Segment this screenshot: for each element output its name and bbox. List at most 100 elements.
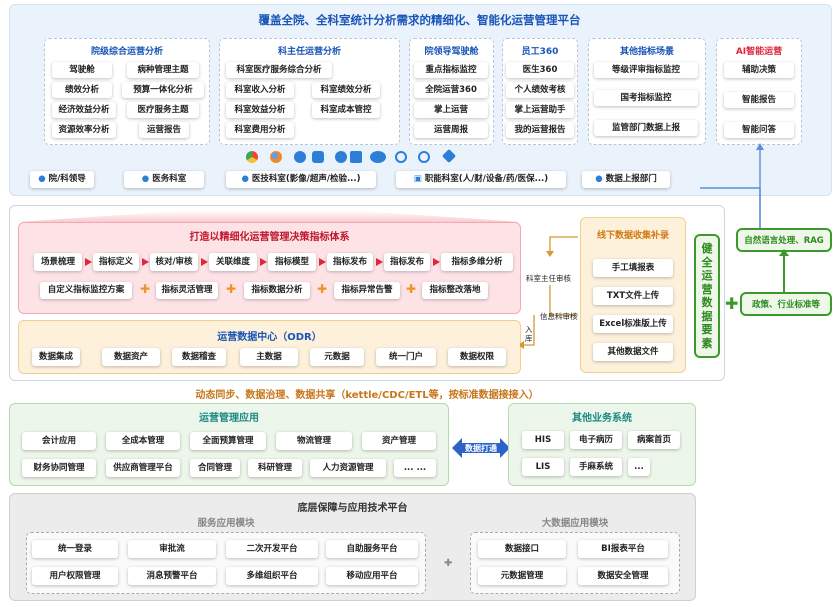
svc-alerts[interactable]: 消息预警平台: [128, 567, 216, 585]
svc-permissions[interactable]: 用户权限管理: [32, 567, 118, 585]
odr-permission[interactable]: 数据权限: [448, 348, 506, 366]
svc-self-service[interactable]: 自助服务平台: [326, 540, 418, 558]
odr-portal[interactable]: 统一门户: [376, 348, 436, 366]
user-tech[interactable]: ● 医技科室(影像/超声/检验...): [226, 171, 376, 188]
plus-green-icon: ✚: [725, 294, 739, 313]
app-assets[interactable]: 资产管理: [362, 432, 436, 450]
row2-flexible[interactable]: 指标灵活管理: [156, 282, 218, 299]
svc-org[interactable]: 多维组织平台: [226, 567, 318, 585]
sys-lis[interactable]: LIS: [522, 458, 564, 476]
sys-case-home[interactable]: 病案首页: [628, 431, 680, 449]
item-national-exam[interactable]: 国考指标监控: [594, 90, 698, 106]
app-supplier[interactable]: 供应商管理平台: [106, 459, 180, 477]
sys-anesthesia[interactable]: 手麻系统: [570, 458, 622, 476]
item-perf-analysis[interactable]: 绩效分析: [52, 82, 112, 98]
offline-other[interactable]: 其他数据文件: [593, 343, 673, 361]
step-scene[interactable]: 场景梳理: [34, 253, 82, 271]
app-contract[interactable]: 合同管理: [190, 459, 240, 477]
item-dept-expense[interactable]: 科室费用分析: [226, 122, 294, 138]
row2-rectify[interactable]: 指标整改落地: [422, 282, 488, 299]
item-doctor-360[interactable]: 医生360: [506, 62, 574, 78]
offline-manual[interactable]: 手工填报表: [593, 259, 673, 277]
base-title: 底层保障与应用技术平台: [297, 503, 408, 514]
user-report-dept[interactable]: ● 数据上报部门: [582, 171, 670, 188]
bd-bi[interactable]: BI报表平台: [578, 540, 668, 558]
label-storage: 入库: [525, 325, 533, 343]
svc-mobile[interactable]: 移动应用平台: [326, 567, 418, 585]
odr-title: 运营数据中心（ODR）: [217, 332, 322, 343]
row2-data-analysis[interactable]: 指标数据分析: [244, 282, 310, 299]
item-smart-qa[interactable]: 智能问答: [724, 122, 794, 138]
user-leader[interactable]: ● 院/科领导: [30, 171, 94, 188]
data-elements-box: [694, 234, 720, 358]
bd-security[interactable]: 数据安全管理: [578, 567, 668, 585]
item-key-indicator[interactable]: 重点指标监控: [414, 62, 488, 78]
item-budget[interactable]: 预算一体化分析: [122, 82, 204, 98]
item-econ-benefit[interactable]: 经济效益分析: [52, 102, 116, 118]
user-icon: ●: [38, 174, 49, 184]
step-define[interactable]: 指标定义: [93, 253, 139, 271]
odr-master-data[interactable]: 主数据: [240, 348, 298, 366]
item-med-service[interactable]: 医疗服务主题: [127, 102, 199, 118]
top-title: 覆盖全院、全科室统计分析需求的精细化、智能化运营管理平台: [258, 13, 581, 27]
item-mobile-ops[interactable]: 掌上运营: [414, 102, 488, 118]
sys-more[interactable]: ...: [628, 458, 650, 476]
step-model[interactable]: 指标模型: [268, 253, 316, 271]
item-grade-review[interactable]: 等级评审指标监控: [594, 62, 698, 78]
item-dept-cost[interactable]: 科室成本管控: [312, 102, 380, 118]
item-resource-eff[interactable]: 资源效率分析: [52, 122, 116, 138]
sys-emr[interactable]: 电子病历: [570, 431, 622, 449]
row2-alert[interactable]: 指标异常告警: [334, 282, 400, 299]
app-hr[interactable]: 人力资源管理: [310, 459, 386, 477]
odr-audit[interactable]: 数据稽查: [172, 348, 226, 366]
bd-api[interactable]: 数据接口: [478, 540, 566, 558]
app-finance[interactable]: 财务协同管理: [22, 459, 96, 477]
item-dept-perf[interactable]: 科室绩效分析: [312, 82, 380, 98]
offline-title: 线下数据收集补录: [596, 231, 669, 241]
user-medical[interactable]: ● 医务科室: [124, 171, 204, 188]
item-weekly[interactable]: 运营周报: [414, 122, 488, 138]
app-full-cost[interactable]: 全成本管理: [106, 432, 180, 450]
app-logistics[interactable]: 物流管理: [276, 432, 352, 450]
svc-approval[interactable]: 审批流: [128, 540, 216, 558]
step-multi-analysis[interactable]: 指标多维分析: [441, 253, 513, 271]
item-ops-report[interactable]: 运营报告: [139, 122, 189, 138]
item-dept-med-service[interactable]: 科室医疗服务综合分析: [226, 62, 332, 78]
row2-custom-monitor[interactable]: 自定义指标监控方案: [40, 282, 132, 299]
bigdata-title: 大数据应用模块: [541, 518, 609, 529]
svc-dev-platform[interactable]: 二次开发平台: [226, 540, 318, 558]
odr-metadata[interactable]: 元数据: [310, 348, 364, 366]
app-research[interactable]: 科研管理: [248, 459, 302, 477]
group-title-hospital: 院级综合运营分析: [90, 47, 163, 57]
bridge-arrow: [452, 436, 510, 460]
item-regulator-report[interactable]: 监管部门数据上报: [594, 120, 698, 136]
odr-integration[interactable]: 数据集成: [32, 348, 80, 366]
app-more[interactable]: ... ...: [394, 459, 436, 477]
item-smart-report[interactable]: 智能报告: [724, 92, 794, 108]
step-review[interactable]: 核对/审核: [150, 253, 198, 271]
step-publish-2[interactable]: 指标发布: [384, 253, 430, 271]
item-decision-support[interactable]: 辅助决策: [724, 62, 794, 78]
odr-assets[interactable]: 数据资产: [102, 348, 160, 366]
item-mobile-assistant[interactable]: 掌上运营助手: [506, 102, 574, 118]
item-hospital-360[interactable]: 全院运营360: [414, 82, 488, 98]
item-personal-perf[interactable]: 个人绩效考核: [506, 82, 574, 98]
item-my-report[interactable]: 我的运营报告: [506, 122, 574, 138]
item-dept-income[interactable]: 科室收入分析: [226, 82, 294, 98]
step-dimension[interactable]: 关联维度: [209, 253, 257, 271]
step-publish-1[interactable]: 指标发布: [327, 253, 373, 271]
chrome-icon: [246, 151, 258, 163]
bd-metadata[interactable]: 元数据管理: [478, 567, 566, 585]
offline-txt[interactable]: TXT文件上传: [593, 287, 673, 305]
app-accounting[interactable]: 会计应用: [22, 432, 96, 450]
svc-sso[interactable]: 统一登录: [32, 540, 118, 558]
sys-his[interactable]: HIS: [522, 431, 564, 449]
user-functional[interactable]: ▣ 职能科室(人/财/设备/药/医保...): [396, 171, 566, 188]
label-info-review: 信息科审核: [540, 312, 578, 321]
plus-grey-icon: ✚: [444, 558, 453, 569]
offline-excel[interactable]: Excel标准版上传: [593, 315, 673, 333]
item-cockpit[interactable]: 驾驶舱: [52, 62, 112, 78]
app-budget[interactable]: 全面预算管理: [190, 432, 266, 450]
item-dept-benefit[interactable]: 科室效益分析: [226, 102, 294, 118]
item-disease-topic[interactable]: 病种管理主题: [127, 62, 199, 78]
